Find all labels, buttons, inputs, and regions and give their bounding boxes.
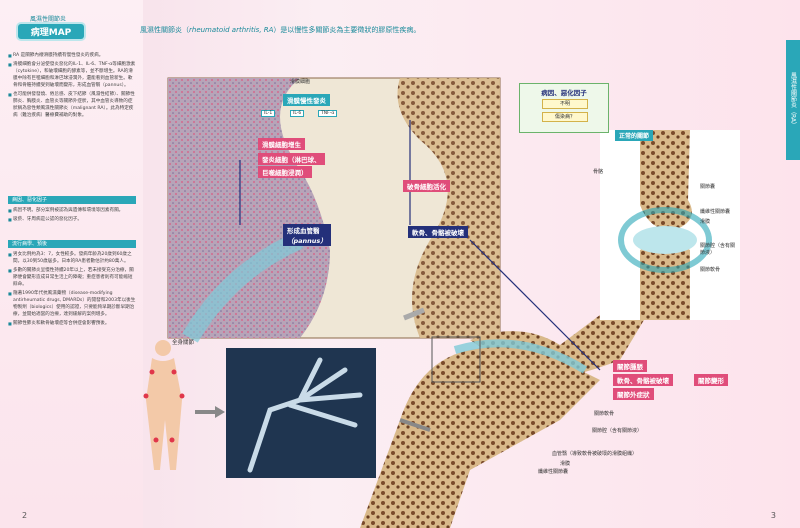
bottom-label-synovium: 滑膜 — [560, 461, 571, 467]
joint-illustration — [360, 240, 680, 528]
normal-label-capsule: 關節囊 — [700, 184, 716, 190]
normal-joint — [600, 130, 740, 320]
bullet: 吸菸、牙周病是公認的惡化因子。 — [8, 216, 136, 223]
normal-label-synovium: 滑膜 — [700, 219, 711, 225]
xray-image — [226, 348, 376, 478]
cytokine-il6: IL-6 — [290, 110, 305, 117]
cytokine-tnf: TNF-α — [318, 110, 338, 117]
section-epidemiology: 流行病學、預後 — [8, 240, 136, 248]
bullet-list-cause: 病因不明。部分案例被認為與遺傳和環境等因素有關。 吸菸、牙周病是公認的惡化因子。 — [8, 207, 136, 225]
bottom-label-pannus: 血管翳（導致軟骨被破壞的滑膜組織） — [552, 451, 638, 457]
bullet: 關節性肺炎和軟骨破壞症等合併症會影響預後。 — [8, 320, 136, 327]
risk-factor-box: 病因、惡化因子 不明 傷染病？ — [519, 83, 609, 133]
result-extra: 關節外症狀 — [613, 388, 654, 400]
cytokine-il1: IL-1 — [261, 110, 276, 117]
risk-item: 不明 — [542, 99, 588, 109]
zoom-panel — [167, 77, 501, 343]
label-synovial-cell: 滑膜細胞 — [290, 79, 311, 85]
box-inflammatory-cells: 發炎細胞（淋巴球、 — [258, 153, 325, 165]
arrow-head — [215, 406, 225, 418]
page-number-right: 3 — [770, 511, 776, 520]
chapter-tab: 風濕性關節炎（RA） — [786, 40, 800, 160]
header-text: 風濕性關節炎（rheumatoid arthritis, RA）是以慢性多關節炎… — [140, 26, 421, 34]
normal-label-fibrous: 纖維性關節囊 — [700, 209, 731, 215]
box-synovial-proliferation: 滑膜細胞增生 — [258, 138, 305, 150]
box-osteoclast: 破骨細胞活化 — [403, 180, 450, 192]
result-destruction: 軟骨、骨骼被破壞 — [613, 374, 673, 386]
page-number-left: 2 — [22, 511, 28, 520]
box-pannus: 形成血管翳（pannus） — [283, 224, 331, 246]
section-cause: 病因、惡化因子 — [8, 196, 136, 204]
bullet: 滑膜細胞會分泌使發炎惡化的IL-1、IL-6、TNF-α等細胞激素（cytoki… — [8, 61, 136, 89]
body-figure — [143, 340, 185, 470]
bullet: 隨著1990年代抗風濕藥物（disease-modifying antirheu… — [8, 290, 136, 318]
box-chronic-inflammation: 滑膜慢性發炎 — [283, 94, 330, 106]
box-destruction: 軟骨、骨骼被破壞 — [408, 226, 468, 238]
bullet: 也可能併發發燒、倦怠感、皮下結節（風濕性結節）、關節性肺炎、胸膜炎、血管炎等關節… — [8, 91, 136, 119]
box-macrophage: 巨噬細胞浸潤） — [258, 166, 312, 178]
result-deformity: 關節變形 — [694, 374, 728, 386]
normal-joint-title: 正常的關節 — [615, 130, 654, 141]
bottom-label-cartilage: 關節軟骨 — [594, 411, 615, 417]
bullet-list-epidemiology: 男女比例約為3：7，女性較多。發病年齡為20歲到60歲之間，以30到50歲居多。… — [8, 251, 136, 329]
bullet: 病因不明。部分案例被認為與遺傳和環境等因素有關。 — [8, 207, 136, 214]
normal-label-bone: 骨骼 — [593, 169, 604, 175]
bullet: RA 是關節內襯滑膜持續有慢性發炎的疾病。 — [8, 52, 136, 59]
result-swelling: 關節腫脹 — [613, 360, 647, 372]
sidebar: 風濕性關節炎 病理MAP RA 是關節內襯滑膜持續有慢性發炎的疾病。 滑膜細胞會… — [0, 0, 143, 528]
bullet: 多數的關節炎呈慢性持續20年以上，若未接受充分治療，關節便會變形造成日常生活上的… — [8, 267, 136, 288]
chapter-label: 風濕性關節炎 — [30, 16, 67, 23]
normal-label-cartilage: 關節軟骨 — [700, 267, 721, 273]
label-whole-body: 全身關節 — [172, 340, 195, 346]
bullet-list-overview: RA 是關節內襯滑膜持續有慢性發炎的疾病。 滑膜細胞會分泌使發炎惡化的IL-1、… — [8, 52, 136, 121]
bullet: 男女比例約為3：7，女性較多。發病年齡為20歲到60歲之間，以30到50歲居多。… — [8, 251, 136, 265]
bottom-label-fibrous: 纖維性關節囊 — [538, 469, 569, 475]
risk-item: 傷染病？ — [542, 112, 588, 122]
normal-label-cavity: 關節腔（含有關節液） — [700, 243, 736, 256]
bottom-label-cavity: 關節腔（含有關節液） — [592, 428, 643, 434]
map-title: 病理MAP — [18, 24, 84, 39]
